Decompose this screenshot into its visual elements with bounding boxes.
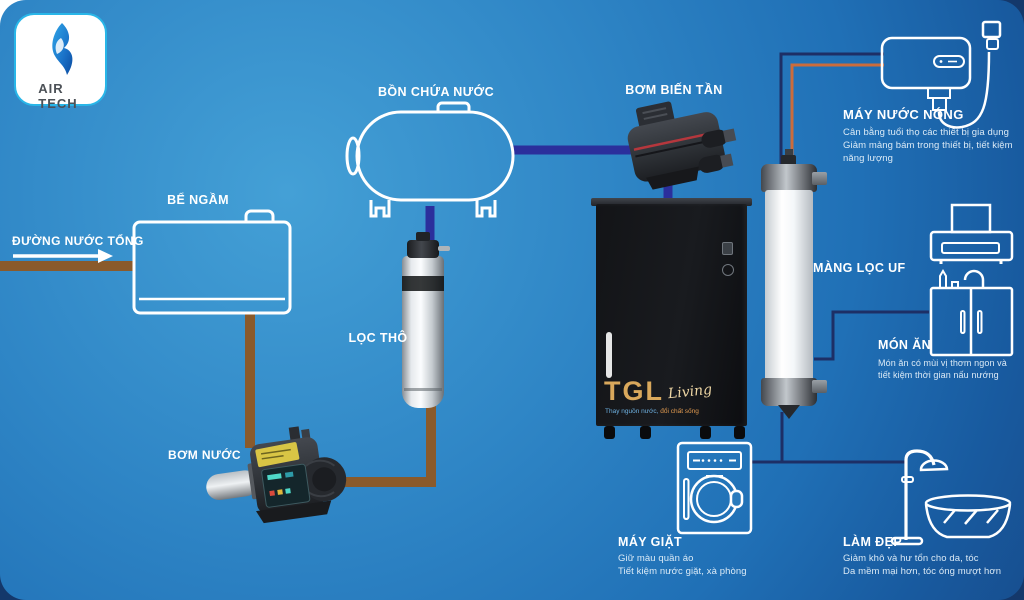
supply-label: ĐƯỜNG NƯỚC TỔNG (12, 234, 144, 248)
inverter-pump-icon (627, 101, 737, 190)
uf-bottom-cap (761, 378, 817, 406)
cabinet-wheel-icon (700, 426, 711, 439)
storage-tank-icon (345, 101, 515, 218)
coarse-filter-spout (438, 246, 450, 251)
line-cold-to-heater (779, 52, 884, 166)
water-heater-title: MÁY NƯỚC NÓNG (843, 107, 964, 122)
cabinet-handle-icon (606, 332, 612, 378)
tgl-brand-text: TGL (604, 376, 664, 406)
flame-icon (52, 23, 73, 75)
beauty-desc-2: Da mềm mại hơn, tóc óng mượt hơn (843, 566, 1002, 577)
coarse-filter-valve (407, 240, 439, 258)
tgl-cabinet: TGL Living Thay nguồn nước, đổi chất sốn… (596, 204, 747, 439)
coarse-filter-knob (416, 232, 430, 241)
airtech-logo: AIR TECH (14, 13, 107, 111)
bathtub-icon (924, 494, 1012, 539)
beauty-desc-1: Giảm khô và hư tổn cho da, tóc (843, 553, 979, 564)
beauty-title: LÀM ĐẸP (843, 535, 903, 549)
washing-machine-icon (676, 441, 753, 535)
uf-membrane-label: MÀNG LỌC UF (813, 261, 906, 275)
tgl-tagline-a: Thay nguồn nước, (605, 408, 659, 415)
food-desc-1: Món ăn có mùi vị thơm ngon và (878, 358, 1007, 368)
water-pump-label: BƠM NƯỚC (168, 448, 241, 462)
shower-stand-icon (890, 449, 949, 546)
cabinet-badge-icon (722, 242, 733, 255)
cabinet-wheel-icon (604, 426, 615, 439)
coarse-filter-seam (404, 388, 442, 391)
washing-desc-2: Tiết kiệm nước giặt, xà phòng (618, 566, 747, 577)
airtech-logo-text: AIR TECH (38, 81, 78, 111)
cabinet-top-lip (591, 198, 752, 206)
food-desc-2: tiết kiệm thời gian nấu nướng (878, 370, 999, 380)
uf-bottom-drain (778, 405, 800, 419)
tgl-tagline-b: đổi chất sống (658, 408, 699, 415)
water-heater-icon (880, 20, 1002, 129)
uf-top-cap (761, 164, 817, 192)
cabinet-lock-icon (722, 264, 734, 276)
storage-tank-label: BỒN CHỨA NƯỚC (378, 85, 494, 99)
sink-cabinet-icon (929, 269, 1014, 357)
cabinet-wheel-icon (734, 426, 745, 439)
underground-tank-label: BỂ NGẦM (167, 193, 229, 207)
food-title: MÓN ĂN (878, 338, 932, 352)
kitchen-hood-icon (929, 203, 1014, 264)
underground-tank-icon (132, 209, 292, 315)
uf-side-port (812, 380, 827, 393)
water-pump-icon (206, 426, 347, 524)
uf-top-nub (781, 155, 796, 166)
inverter-pump-label: BƠM BIẾN TẦN (625, 83, 723, 97)
coarse-filter-label: LỌC THÔ (348, 331, 408, 345)
coarse-filter-label-band (402, 276, 444, 291)
uf-membrane-body (765, 190, 813, 382)
tgl-tagline: Thay nguồn nước, đổi chất sống (605, 408, 699, 415)
washing-title: MÁY GIẶT (618, 535, 683, 549)
uf-top-tip (785, 149, 793, 156)
water-heater-desc-3: năng lượng (843, 153, 894, 164)
line-uf-to-sink (814, 310, 929, 361)
water-heater-desc-1: Cân bằng tuổi thọ các thiết bị gia dụng (843, 127, 1010, 138)
cabinet-wheel-icon (640, 426, 651, 439)
uf-side-port (812, 172, 827, 185)
tgl-brand-suffix: Living (667, 381, 713, 403)
line-hot-from-heater (790, 63, 884, 166)
washing-desc-1: Giữ màu quần áo (618, 553, 694, 564)
supply-arrow-icon (13, 249, 113, 263)
water-heater-desc-2: Giảm mảng bám trong thiết bị, tiết kiệm (843, 140, 1013, 151)
